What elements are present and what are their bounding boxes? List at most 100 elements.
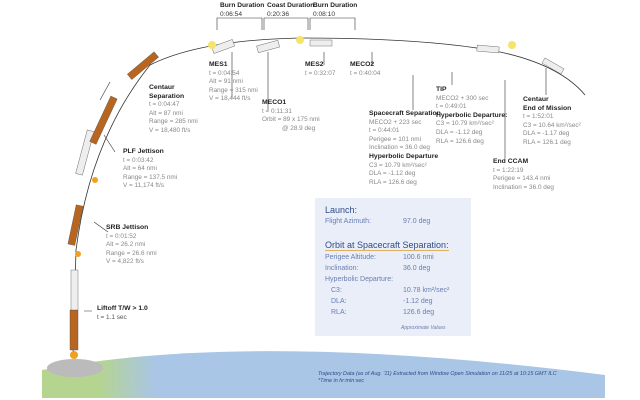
- duration-value: 0:08:10: [313, 11, 335, 18]
- event-subtitle: Hyperbolic Departure: [369, 152, 439, 160]
- rocket-stages: [67, 39, 565, 351]
- row-value: 10.78 km²/sec²: [403, 287, 450, 294]
- event-line: t = 0:40:04: [350, 69, 381, 77]
- event-line: MECO2 + 300 sec: [436, 94, 489, 102]
- event-line: Alt = 26.2 nmi: [106, 241, 146, 249]
- event-line: t = 1.1 sec: [97, 313, 127, 321]
- event-title: MES1: [209, 61, 228, 68]
- event-line: t = 0:44:01: [369, 127, 400, 135]
- event-line: Range = 315 nmi: [209, 86, 258, 94]
- event-line: @ 28.9 deg: [282, 124, 316, 132]
- event-title: End CCAM: [493, 158, 529, 165]
- event-line: C3 = 10.79 km²/sec²: [436, 120, 494, 128]
- event-line: RLA = 126.1 deg: [523, 138, 571, 146]
- row-label: C3:: [331, 287, 342, 294]
- event-line: t = 0:01:52: [106, 232, 137, 240]
- event-markers: [84, 17, 547, 312]
- trajectory-path: [72, 37, 586, 356]
- event-line: t = 0:11:31: [262, 107, 292, 115]
- event-line: Range = 137.5 nmi: [123, 173, 178, 181]
- event-line: RLA = 126.6 deg: [369, 178, 417, 186]
- event-title: Separation: [149, 92, 185, 100]
- row-label: Perigee Altitude:: [325, 254, 376, 261]
- event-title: Centaur: [523, 96, 549, 103]
- row-value: -1.12 deg: [403, 298, 433, 305]
- row-value: 126.6 deg: [403, 309, 435, 316]
- launch-smoke: [47, 359, 103, 377]
- summary-box: Launch: Flight Azimuth: 97.0 deg Orbit a…: [315, 198, 471, 336]
- event-line: t = 0:49:01: [436, 103, 467, 111]
- azimuth-value: 97.0 deg: [403, 218, 431, 225]
- orbit-heading: Orbit at Spacecraft Separation:: [325, 240, 449, 251]
- footer-line: Trajectory Data (as of Aug. '11) Extract…: [318, 371, 557, 377]
- burn-duration-2: Burn Duration 0:08:10: [313, 1, 357, 19]
- event-title: PLF Jettison: [123, 148, 164, 155]
- duration-label: Burn Duration: [313, 2, 358, 9]
- event-title: MECO1: [262, 99, 287, 106]
- event-line: V = 18,444 ft/s: [209, 95, 251, 103]
- event-subtitle: Hyperbolic Departure:: [436, 111, 508, 119]
- coast-duration: Coast Duration 0:20:36: [267, 1, 314, 19]
- event-line: C3 = 10.64 km²/sec²: [523, 121, 581, 129]
- event-title: MECO2: [350, 61, 375, 68]
- event-line: Orbit = 89 x 175 nmi: [262, 116, 320, 124]
- event-line: Perigee = 143.4 nmi: [493, 175, 551, 183]
- event-line: C3 = 10.79 km²/sec²: [369, 161, 427, 169]
- event-line: Range = 26.6 nmi: [106, 249, 157, 257]
- event-line: Inclination = 36.0 deg: [493, 183, 554, 191]
- row-label: Inclination:: [325, 265, 359, 272]
- event-line: t = 0:32:07: [305, 69, 336, 77]
- row-value: 100.6 nmi: [403, 254, 434, 261]
- event-title: SRB Jettison: [106, 224, 149, 231]
- row-label: RLA:: [331, 309, 347, 316]
- event-line: t = 0:04:47: [149, 101, 180, 109]
- event-title: Spacecraft Separation: [369, 110, 441, 117]
- launch-heading: Launch:: [325, 205, 358, 215]
- event-line: t = 0:04:54: [209, 69, 240, 77]
- footer-note: Trajectory Data (as of Aug. '11) Extract…: [318, 371, 557, 384]
- event-title: MES2: [305, 61, 324, 68]
- event-line: V = 11,174 ft/s: [123, 182, 164, 190]
- event-title: End of Mission: [523, 104, 572, 112]
- event-title: Liftoff T/W > 1.0: [97, 305, 148, 312]
- event-title: Centaur: [149, 84, 175, 91]
- duration-value: 0:06:54: [220, 11, 242, 18]
- duration-value: 0:20:36: [267, 11, 289, 18]
- event-title: TIP: [436, 86, 447, 93]
- duration-label: Coast Duration: [267, 2, 315, 9]
- burn-duration-1: Burn Duration 0:06:54: [220, 1, 264, 19]
- event-line: Alt = 87 nmi: [149, 109, 183, 117]
- event-line: MECO2 + 223 sec: [369, 118, 422, 126]
- event-line: Alt = 64 nmi: [123, 165, 157, 173]
- event-line: t = 0:03:42: [123, 156, 154, 164]
- event-line: t = 1:22:19: [493, 166, 524, 174]
- event-line: DLA = -1.12 deg: [369, 170, 416, 178]
- event-line: Perigee = 101 nmi: [369, 135, 422, 143]
- engine-flames: [70, 36, 516, 359]
- event-line: RLA = 126.6 deg: [436, 137, 484, 145]
- earth: [42, 351, 605, 398]
- azimuth-label: Flight Azimuth:: [325, 218, 371, 225]
- event-line: DLA = -1.12 deg: [436, 128, 483, 136]
- row-label: Hyperbolic Departure:: [325, 276, 394, 283]
- event-line: t = 1:52:01: [523, 113, 554, 121]
- row-value: 36.0 deg: [403, 265, 431, 272]
- event-line: Inclination = 36.0 deg: [369, 144, 430, 152]
- event-line: DLA = -1.17 deg: [523, 130, 570, 138]
- event-line: Range = 285 nmi: [149, 118, 198, 126]
- event-line: V = 4,822 ft/s: [106, 258, 144, 266]
- duration-label: Burn Duration: [220, 2, 265, 9]
